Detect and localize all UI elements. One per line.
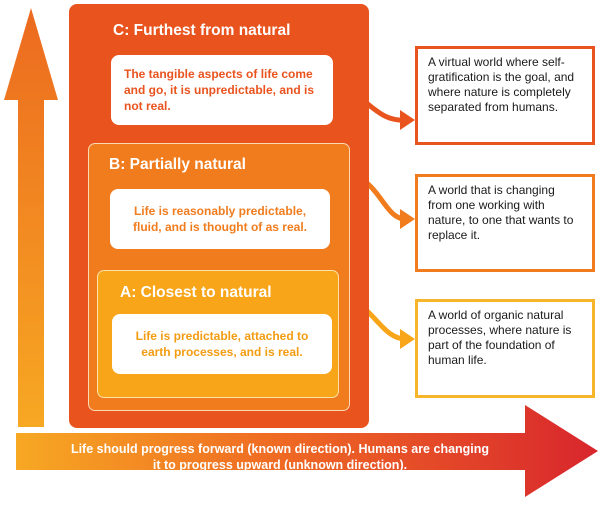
level-b-note: A world that is changing from one workin…	[415, 174, 595, 272]
level-c-heading: C: Furthest from natural	[113, 22, 291, 39]
level-a-note: A world of organic natural processes, wh…	[415, 299, 595, 398]
level-a-description: Life is predictable, attached to earth p…	[112, 314, 332, 374]
level-c-description: The tangible aspects of life come and go…	[111, 55, 333, 125]
level-a-heading: A: Closest to natural	[120, 284, 272, 301]
level-b-heading: B: Partially natural	[109, 156, 246, 173]
level-b-description: Life is reasonably predictable, fluid, a…	[110, 189, 330, 249]
level-c-note: A virtual world where self-gratification…	[415, 46, 595, 145]
forward-arrow-caption: Life should progress forward (known dire…	[70, 442, 490, 472]
forward-arrow	[16, 405, 598, 497]
upward-arrow	[4, 8, 58, 427]
